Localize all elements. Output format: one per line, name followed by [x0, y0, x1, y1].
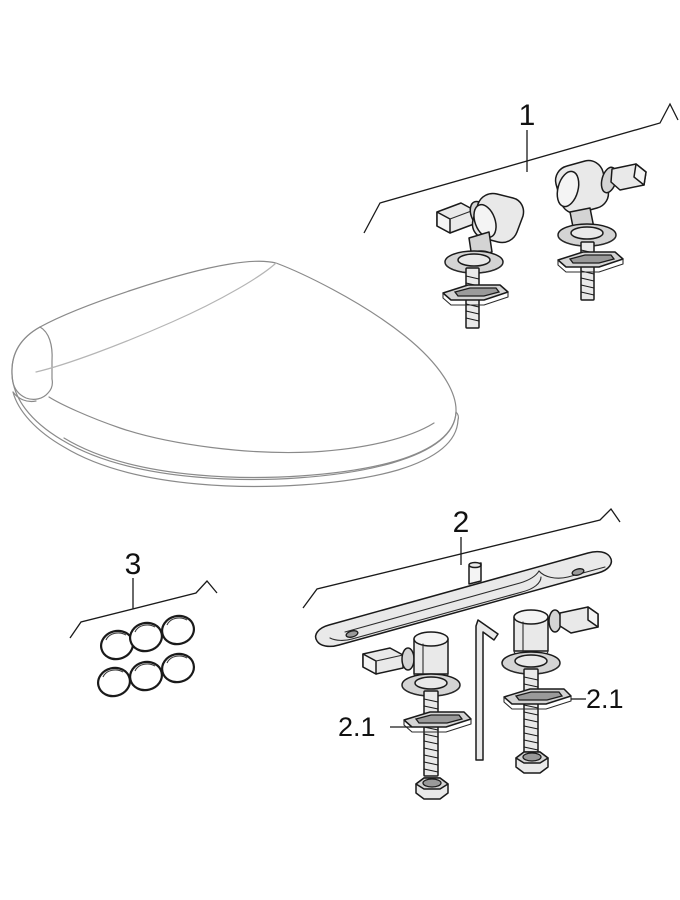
allen-key — [475, 619, 499, 761]
hex-nut-right-hole — [522, 752, 542, 762]
hinge-bolt-upper-right — [554, 159, 647, 301]
callout-3-bracket — [69, 580, 218, 639]
hinge-mounting-bar — [314, 550, 613, 648]
hinge-right-hex-face — [633, 163, 647, 186]
hinge-right-bracket-slot — [568, 254, 616, 264]
callout-2-1-right-label: 2.1 — [586, 684, 624, 714]
seat-left-barrel — [11, 373, 53, 400]
assembly-right-bracket-slot — [514, 691, 564, 701]
buffer-item — [161, 614, 195, 646]
mounting-bar-hole-left — [345, 630, 359, 638]
seat-left-barrel-base — [12, 391, 37, 403]
hex-nut-left-hole — [422, 778, 442, 788]
seat-edge-upper — [63, 411, 457, 479]
hinge-left-bracket-slot — [453, 287, 501, 297]
hinge-right-bracket-edge — [557, 258, 624, 273]
hinge-left-washer-inner — [457, 253, 491, 267]
assembly-left-hex-face — [362, 653, 377, 675]
callout-2-group: 2 — [302, 506, 621, 609]
callout-1-label: 1 — [519, 99, 536, 132]
callout-2-1-left-group: 2.1 — [338, 712, 412, 742]
buffer-item — [161, 652, 195, 684]
seat-left-barrel-side — [39, 326, 53, 380]
assembly-right-body-top — [513, 609, 549, 625]
hex-nut-right — [515, 751, 549, 774]
hex-nut-left — [415, 777, 449, 800]
seat-edge-right-cap — [455, 411, 459, 421]
callout-2-bracket — [302, 507, 621, 609]
toilet-seat-cover — [11, 260, 459, 488]
callout-2-1-right-group: 2.1 — [571, 684, 624, 714]
assembly-right-collar — [548, 609, 562, 633]
hinge-right-washer-inner — [570, 226, 604, 240]
mounting-bar-hole-right — [571, 568, 585, 576]
callout-1-group: 1 — [363, 99, 679, 234]
callout-2-label: 2 — [453, 506, 470, 539]
assembly-left-washer-inner — [414, 676, 448, 690]
callout-3-label: 3 — [125, 548, 142, 581]
callout-2-1-left-label: 2.1 — [338, 712, 376, 742]
seat-edge-lower — [12, 391, 459, 488]
mounting-bar-pin-top — [468, 561, 482, 569]
buffer-set — [97, 614, 195, 698]
callout-3-group: 3 — [69, 548, 218, 639]
seat-top-outline — [11, 260, 457, 481]
hinge-right-body-endcap — [556, 170, 580, 208]
assembly-right-hex-face — [587, 606, 599, 628]
hinge-bolt-assembly-right — [501, 606, 599, 774]
hinge-left-bracket-edge — [442, 291, 509, 306]
buffer-item — [97, 666, 131, 698]
assembly-right-washer-inner — [514, 654, 548, 668]
allen-key-body — [475, 619, 499, 761]
hinge-left-body-endcap — [473, 203, 497, 239]
hinge-left-hex-face — [436, 211, 451, 234]
hinge-bolt-upper-left — [436, 192, 525, 329]
seat-underside-contour — [48, 396, 435, 454]
assembly-left-bracket-slot — [414, 714, 464, 724]
mounting-bar-ridge-lower — [329, 576, 542, 641]
mounting-bar-ridge-left — [344, 570, 540, 633]
assembly-left-bracket-edge — [403, 718, 472, 733]
seat-crown-curve — [35, 262, 277, 373]
assembly-left-body-top — [413, 631, 449, 647]
assembly-left-hex-edge — [375, 654, 404, 662]
callout-1-bracket — [363, 102, 679, 234]
hinge-bolt-assembly-left — [362, 631, 472, 800]
assembly-right-bracket-edge — [503, 695, 572, 710]
seat-left-top-curve — [11, 326, 41, 375]
assembly-left-collar — [401, 647, 415, 671]
mounting-bar-ridge-right — [538, 566, 606, 579]
